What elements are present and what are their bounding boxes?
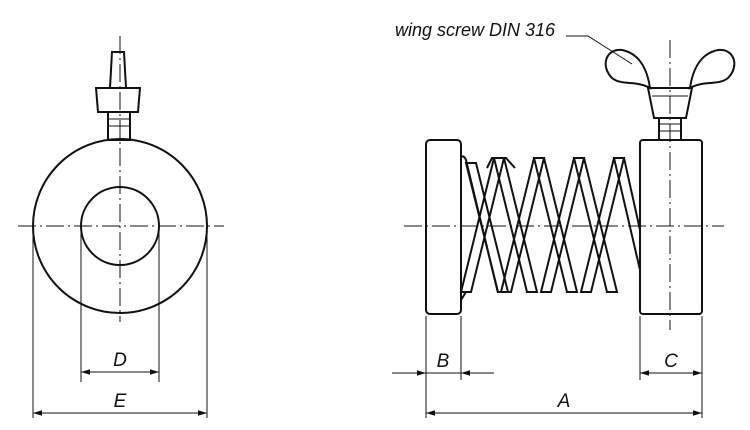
side-view: wing screw DIN 316 B C A xyxy=(392,20,736,418)
left-end-plate xyxy=(425,139,462,315)
wing-screw-leader xyxy=(566,35,633,65)
right-collar xyxy=(639,139,703,315)
end-view: D E xyxy=(18,36,224,418)
dimension-label-E: E xyxy=(114,391,127,412)
wing-screw-label: wing screw DIN 316 xyxy=(395,20,556,40)
dimension-label-A: A xyxy=(557,391,571,412)
dimension-label-D: D xyxy=(113,350,127,371)
spring xyxy=(459,155,641,301)
end-view-screw xyxy=(94,51,142,141)
dimension-label-C: C xyxy=(664,351,678,372)
dimension-label-B: B xyxy=(437,351,450,372)
